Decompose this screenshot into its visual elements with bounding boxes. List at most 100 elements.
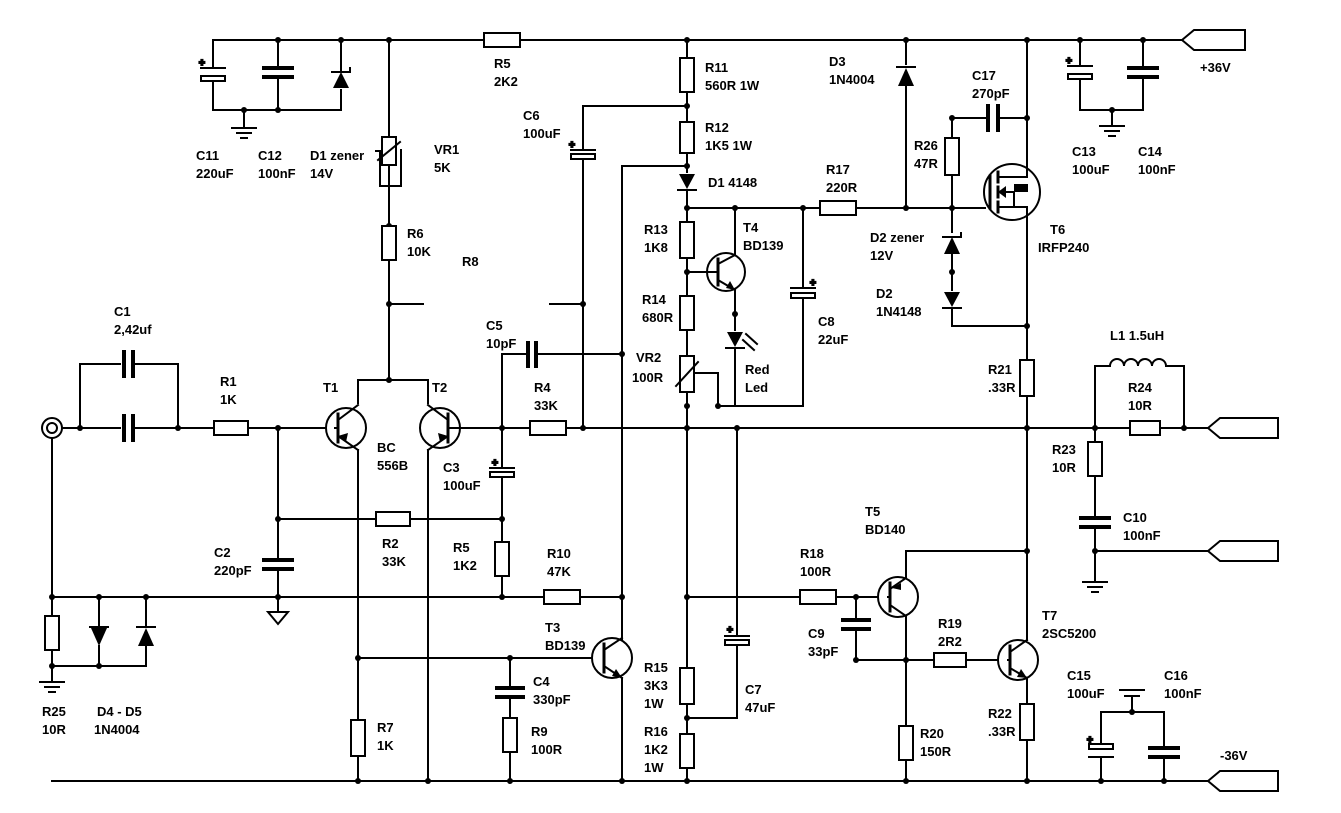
label-r10-value: 47K <box>547 564 571 579</box>
label-r22-value: .33R <box>988 724 1016 739</box>
label-r18-ref: R18 <box>800 546 824 561</box>
ground-symbol-2 <box>1099 125 1125 137</box>
label-r9-value: 100R <box>531 742 563 757</box>
label-t6-value: IRFP240 <box>1038 240 1089 255</box>
label-r25-ref: R25 <box>42 704 66 719</box>
label-r5-ref: R5 <box>494 56 511 71</box>
label-r6-value: 10K <box>407 244 431 259</box>
label-c5-value: 10pF <box>486 336 516 351</box>
transistor-t5 <box>877 576 919 618</box>
connectors <box>1180 29 1279 792</box>
label-r2-ref: R2 <box>382 536 399 551</box>
svg-text:+: + <box>1066 56 1072 67</box>
capacitor-c14 <box>1127 66 1159 79</box>
label-bc-value: 556B <box>377 458 408 473</box>
label-r13-value: 1K8 <box>644 240 668 255</box>
capacitor-c5 <box>526 341 538 368</box>
resistor-r23 <box>1087 441 1103 477</box>
label-t5-value: BD140 <box>865 522 905 537</box>
diode-d5 <box>136 626 156 646</box>
resistor-r6 <box>381 225 397 261</box>
capacitor-c2 <box>262 558 294 571</box>
vr1-wiper <box>375 140 402 162</box>
ground-symbol-5 <box>1119 689 1145 697</box>
label-c14-ref: C14 <box>1138 144 1163 159</box>
label-r21-value: .33R <box>988 380 1016 395</box>
label-t4-value: BD139 <box>743 238 783 253</box>
label-c15-value: 100uF <box>1067 686 1105 701</box>
label-c4-ref: C4 <box>533 674 550 689</box>
label-d1: D1 4148 <box>708 175 757 190</box>
label-r4-ref: R4 <box>534 380 551 395</box>
capacitor-c8: + <box>790 277 817 299</box>
label-r12-ref: R12 <box>705 120 729 135</box>
resistor-r21 <box>1019 359 1035 397</box>
capacitor-c15: + <box>1086 734 1114 758</box>
resistor-r1 <box>213 420 249 436</box>
label-r17-ref: R17 <box>826 162 850 177</box>
label-r7-ref: R7 <box>377 720 394 735</box>
label-r20-ref: R20 <box>920 726 944 741</box>
connector-out2 <box>1206 540 1279 562</box>
label-r1-ref: R1 <box>220 374 237 389</box>
svg-text:+: + <box>727 625 733 636</box>
resistor-r13 <box>679 221 695 259</box>
resistor-r15 <box>679 667 695 705</box>
diode-d4 <box>89 626 109 646</box>
resistor-r22 <box>1019 703 1035 741</box>
label-c11-ref: C11 <box>196 148 219 163</box>
transistor-t2 <box>419 403 461 452</box>
svg-text:+: + <box>1087 735 1093 746</box>
label-t3-value: BD139 <box>545 638 585 653</box>
labels: C11 220uF C12 100nF D1 zener 14V VR1 5K … <box>42 54 1248 775</box>
label-c1-value: 2,42uf <box>114 322 152 337</box>
label-c17-value: 270pF <box>972 86 1010 101</box>
capacitor-c16 <box>1148 746 1180 759</box>
label-r4-value: 33K <box>534 398 558 413</box>
label-r23-ref: R23 <box>1052 442 1076 457</box>
capacitor-c3: + <box>489 457 515 478</box>
label-c17-ref: C17 <box>972 68 996 83</box>
label-c1-ref: C1 <box>114 304 131 319</box>
label-t1: T1 <box>323 380 338 395</box>
label-d45-ref: D4 - D5 <box>97 704 142 719</box>
capacitor-c10 <box>1079 516 1111 529</box>
label-c6-ref: C6 <box>523 108 540 123</box>
transistors <box>325 163 1041 681</box>
resistor-r14 <box>679 295 695 331</box>
label-d1z-value: 14V <box>310 166 333 181</box>
label-r16-ref: R16 <box>644 724 668 739</box>
label-r5b-ref: R5 <box>453 540 470 555</box>
label-r17-value: 220R <box>826 180 858 195</box>
label-d3-ref: D3 <box>829 54 846 69</box>
diode-d2 <box>942 292 962 309</box>
label-c12-value: 100nF <box>258 166 296 181</box>
resistor-r16 <box>679 733 695 769</box>
label-r5b-value: 1K2 <box>453 558 477 573</box>
capacitor-c4 <box>495 686 525 699</box>
label-t5-ref: T5 <box>865 504 880 519</box>
label-r13-ref: R13 <box>644 222 668 237</box>
label-r21-ref: R21 <box>988 362 1012 377</box>
label-r16-extra: 1W <box>644 760 664 775</box>
label-c10-value: 100nF <box>1123 528 1161 543</box>
label-r16-value: 1K2 <box>644 742 668 757</box>
label-r14-value: 680R <box>642 310 674 325</box>
svg-text:+: + <box>199 58 205 69</box>
resistor-r9 <box>502 717 518 753</box>
ground-symbol-3 <box>1082 581 1108 593</box>
label-r19-ref: R19 <box>938 616 962 631</box>
label-vplus: +36V <box>1200 60 1231 75</box>
resistors <box>44 32 1161 769</box>
label-bc-ref: BC <box>377 440 396 455</box>
diode-d3 <box>896 66 916 86</box>
transistor-t3 <box>591 636 633 680</box>
label-vr1-value: 5K <box>434 160 451 175</box>
diode-d1-4148 <box>677 174 697 191</box>
label-c15-ref: C15 <box>1067 668 1091 683</box>
label-c14-value: 100nF <box>1138 162 1176 177</box>
resistor-r10 <box>543 589 581 605</box>
resistor-r11 <box>679 57 695 93</box>
label-r23-value: 10R <box>1052 460 1076 475</box>
